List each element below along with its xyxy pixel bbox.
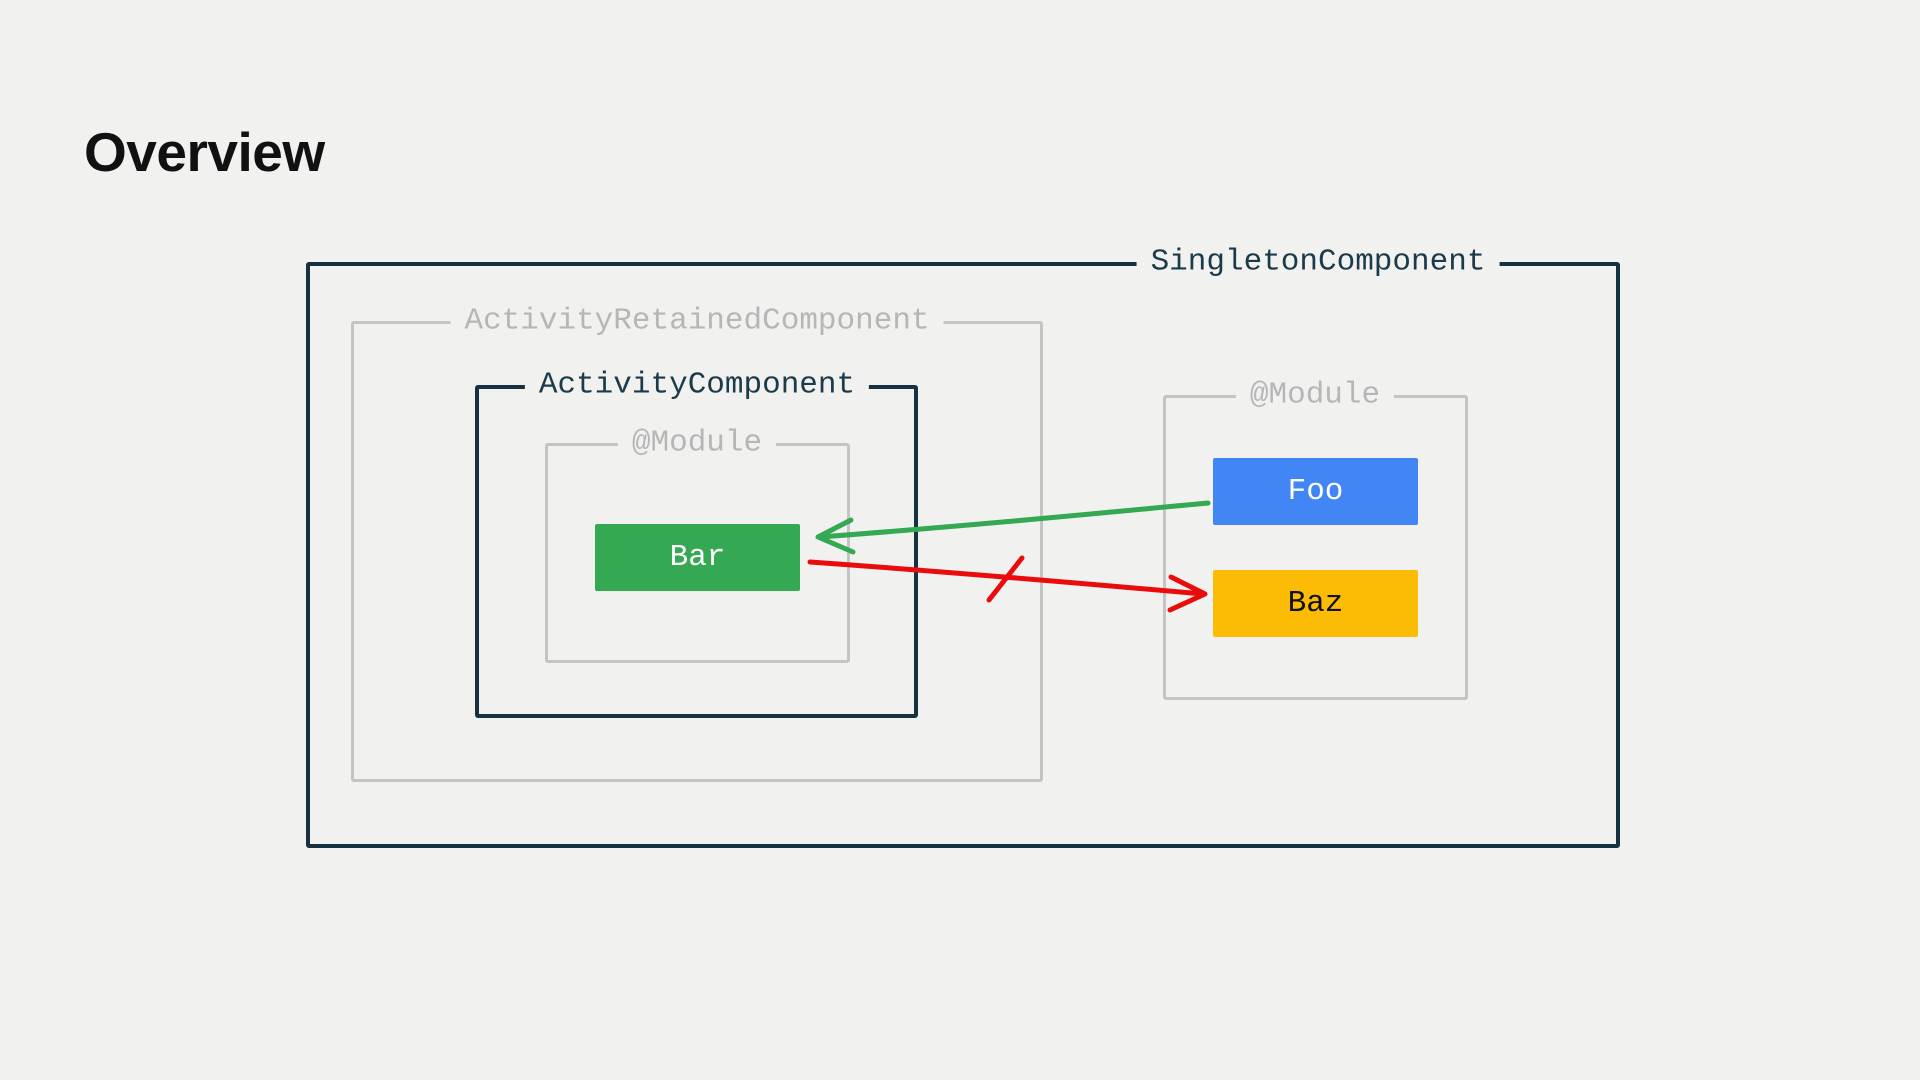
scope-label-activity-retained-component: ActivityRetainedComponent xyxy=(450,305,944,337)
page-title: Overview xyxy=(84,121,325,183)
node-foo[interactable]: Foo xyxy=(1213,458,1418,525)
scope-label-module-left: @Module xyxy=(617,427,777,459)
scope-singleton-component xyxy=(306,262,1620,848)
node-foo-label: Foo xyxy=(1287,474,1344,509)
scope-label-activity-component: ActivityComponent xyxy=(524,369,870,401)
scope-label-singleton-component: SingletonComponent xyxy=(1136,246,1500,278)
node-bar-label: Bar xyxy=(669,540,726,575)
scope-label-module-right: @Module xyxy=(1235,379,1395,411)
node-bar[interactable]: Bar xyxy=(595,524,800,591)
node-baz-label: Baz xyxy=(1287,586,1344,621)
scope-module-right xyxy=(1163,395,1468,700)
node-baz[interactable]: Baz xyxy=(1213,570,1418,637)
